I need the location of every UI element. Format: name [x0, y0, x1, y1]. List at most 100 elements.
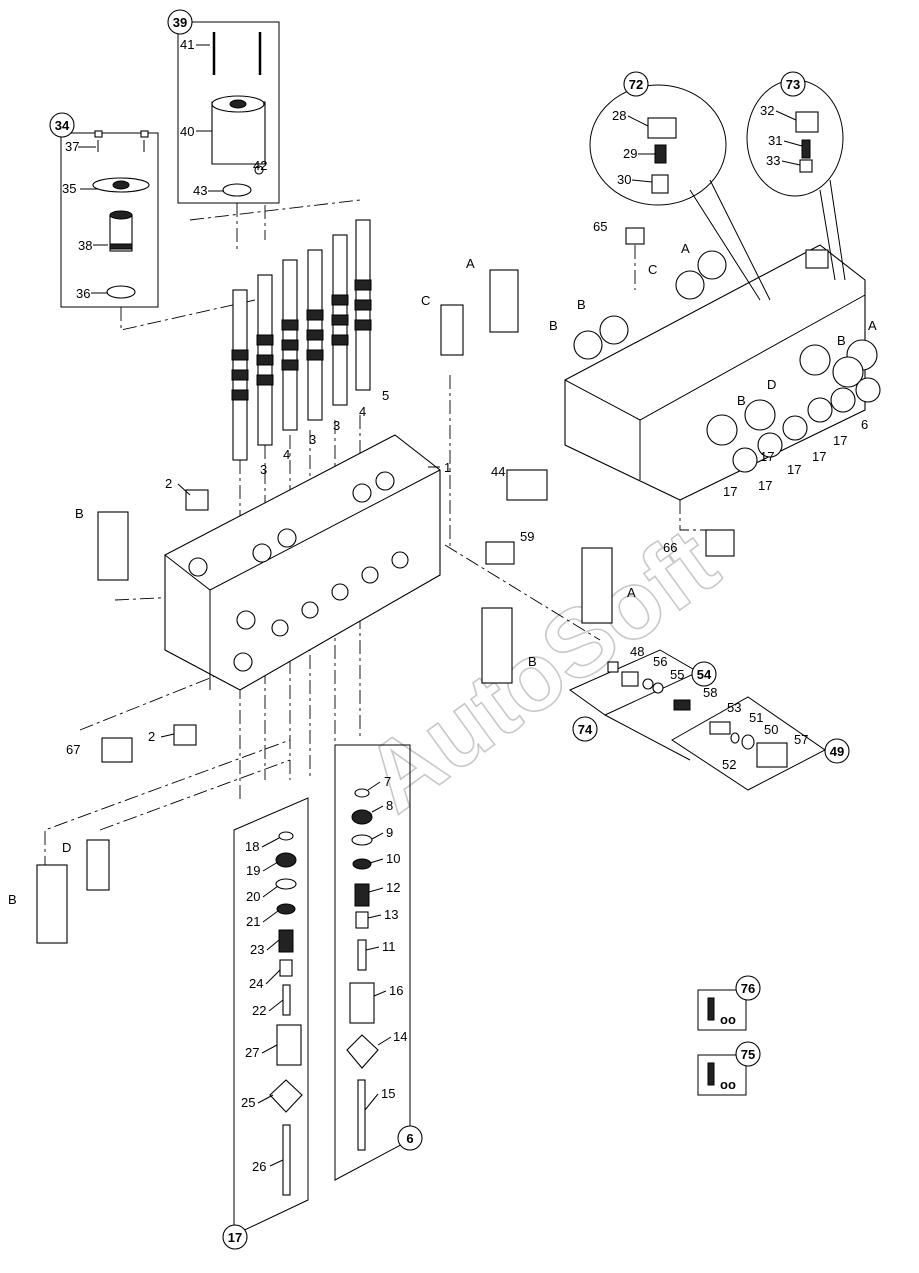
callout-74: 74	[572, 716, 598, 742]
label-53: 53	[727, 700, 741, 715]
label-2: 2	[148, 729, 155, 744]
label-65: 65	[593, 219, 607, 234]
svg-text:74: 74	[578, 722, 593, 737]
svg-text:6: 6	[406, 1131, 413, 1146]
label-35: 35	[62, 181, 76, 196]
callout-73: 73	[780, 71, 806, 97]
spool-set	[231, 219, 372, 461]
label-10: 10	[386, 851, 400, 866]
label-30: 30	[617, 172, 631, 187]
label-50: 50	[764, 722, 778, 737]
label-57: 57	[794, 732, 808, 747]
label-31: 31	[768, 133, 782, 148]
leader-lines	[78, 44, 803, 1167]
label-48: 48	[630, 644, 644, 659]
label-A: A	[868, 318, 877, 333]
label-B: B	[75, 506, 84, 521]
label-51: 51	[749, 710, 763, 725]
svg-text:17: 17	[228, 1230, 242, 1245]
label-17: 17	[787, 462, 801, 477]
main-valve-body	[164, 434, 441, 691]
spool-3a	[231, 289, 249, 461]
label-28: 28	[612, 108, 626, 123]
label-17: 17	[758, 478, 772, 493]
label-20: 20	[246, 889, 260, 904]
svg-text:34: 34	[55, 118, 70, 133]
label-B: B	[577, 297, 586, 312]
label-33: 33	[766, 153, 780, 168]
callout-circles: 34 39 72 73 54 74 49 6 17 76 75	[49, 9, 850, 1250]
label-A: A	[466, 256, 475, 271]
label-17: 17	[833, 433, 847, 448]
label-5: 5	[382, 388, 389, 403]
svg-text:76: 76	[741, 981, 755, 996]
svg-text:39: 39	[173, 15, 187, 30]
label-A: A	[681, 241, 690, 256]
label-22: 22	[252, 1003, 266, 1018]
label-A: A	[627, 585, 636, 600]
callout-39: 39	[167, 9, 193, 35]
spool-4a	[256, 274, 274, 446]
label-44: 44	[491, 464, 505, 479]
label-4: 4	[359, 404, 366, 419]
callout-34: 34	[49, 112, 75, 138]
label-43: 43	[193, 183, 207, 198]
svg-text:54: 54	[697, 667, 712, 682]
svg-text:73: 73	[786, 77, 800, 92]
label-42: 42	[253, 158, 267, 173]
detail-group-48-58	[568, 649, 826, 791]
callout-6: 6	[397, 1125, 423, 1151]
label-3: 3	[309, 432, 316, 447]
label-38: 38	[78, 238, 92, 253]
label-17: 17	[723, 484, 737, 499]
label-2: 2	[165, 476, 172, 491]
assembled-valve-block	[564, 227, 881, 557]
label-13: 13	[384, 907, 398, 922]
kit-76: oo	[697, 989, 747, 1031]
callout-49: 49	[824, 738, 850, 764]
label-52: 52	[722, 757, 736, 772]
label-24: 24	[249, 976, 263, 991]
label-6: 6	[861, 417, 868, 432]
label-25: 25	[241, 1095, 255, 1110]
label-17: 17	[760, 449, 774, 464]
label-B: B	[837, 333, 846, 348]
callout-76: 76	[735, 975, 761, 1001]
label-37: 37	[65, 139, 79, 154]
label-9: 9	[386, 825, 393, 840]
label-11: 11	[382, 939, 396, 954]
label-18: 18	[245, 839, 259, 854]
label-7: 7	[384, 774, 391, 789]
label-15: 15	[381, 1086, 395, 1101]
detail-box-39	[177, 21, 280, 204]
kit-76-glyph: oo	[720, 1012, 736, 1027]
part-labels: 1 2 2 3 4 3 3 4 5 6 7 8 9 10 12 13 11 16…	[8, 37, 877, 1174]
callout-54: 54	[691, 661, 717, 687]
label-4: 4	[283, 447, 290, 462]
spool-4b	[331, 234, 349, 406]
label-58: 58	[703, 685, 717, 700]
kit-75: oo	[697, 1054, 747, 1096]
spool-3c	[306, 249, 324, 421]
label-B: B	[8, 892, 17, 907]
label-C: C	[648, 262, 657, 277]
label-17: 17	[812, 449, 826, 464]
kit-75-glyph: oo	[720, 1077, 736, 1092]
svg-text:72: 72	[629, 77, 643, 92]
callout-75: 75	[735, 1041, 761, 1067]
label-B: B	[737, 393, 746, 408]
label-56: 56	[653, 654, 667, 669]
svg-text:49: 49	[830, 744, 844, 759]
label-67: 67	[66, 742, 80, 757]
label-12: 12	[386, 880, 400, 895]
label-26: 26	[252, 1159, 266, 1174]
label-36: 36	[76, 286, 90, 301]
label-D: D	[767, 377, 776, 392]
label-C: C	[421, 293, 430, 308]
label-14: 14	[393, 1029, 407, 1044]
label-8: 8	[386, 798, 393, 813]
label-59: 59	[520, 529, 534, 544]
spool-5	[354, 219, 372, 391]
label-D: D	[62, 840, 71, 855]
